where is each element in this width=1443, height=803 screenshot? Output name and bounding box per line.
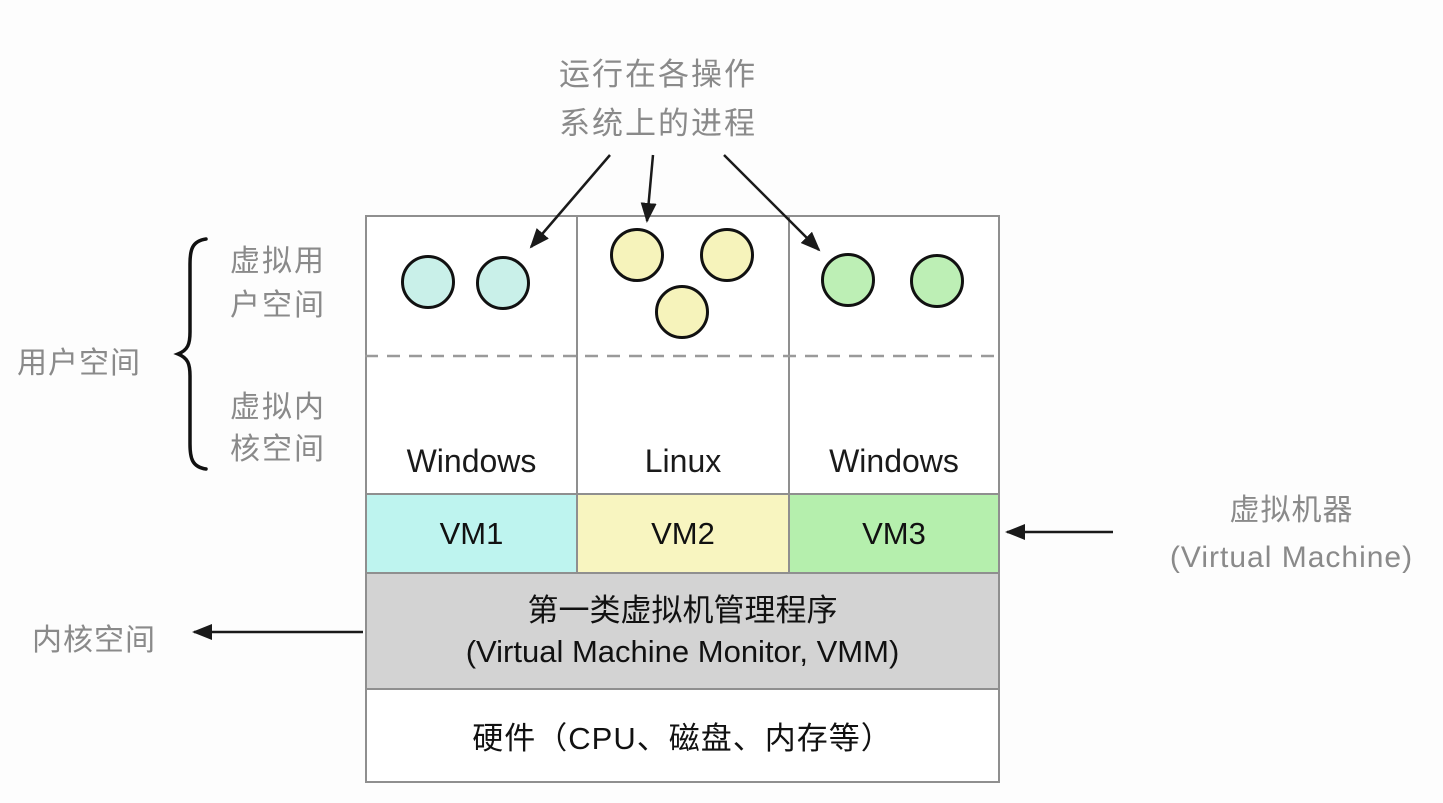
virtual-kernel-space-label: 虚拟内 核空间 [210, 387, 346, 471]
virtual-kernel-space-line1: 虚拟内 [230, 391, 326, 424]
virtual-machine-label: 虚拟机器 (Virtual Machine) [1140, 487, 1443, 581]
virtual-user-space-line1: 虚拟用 [230, 245, 326, 278]
hardware-label: 硬件（CPU、磁盘、内存等） [472, 721, 893, 756]
processes-annotation: 运行在各操作 系统上的进程 [500, 50, 816, 148]
process-circle-vm2-b [700, 228, 754, 282]
process-circle-vm3-b [910, 254, 964, 308]
process-circle-vm2-c [655, 285, 709, 339]
virtual-kernel-space-line2: 核空间 [230, 433, 326, 466]
hypervisor-bar: 第一类虚拟机管理程序 (Virtual Machine Monitor, VMM… [367, 574, 998, 688]
vmm-hw-separator [367, 688, 998, 690]
user-space-label: 用户空间 [17, 347, 141, 380]
virtual-user-space-label: 虚拟用 户空间 [210, 240, 346, 328]
virtual-machine-label-line1: 虚拟机器 [1229, 494, 1354, 527]
user-space-brace [173, 237, 208, 471]
process-circle-vm2-a [610, 228, 664, 282]
virtual-user-space-line2: 户空间 [230, 289, 326, 322]
process-arrow-vm2 [640, 154, 657, 223]
process-circle-vm1-a [401, 255, 455, 309]
os-vm-separator [367, 493, 998, 495]
process-circle-vm3-a [821, 253, 875, 307]
processes-annotation-line1: 运行在各操作 [559, 57, 757, 92]
guest-os-label-1: Windows [406, 442, 537, 479]
guest-os-label-3: Windows [829, 442, 959, 479]
column-divider-2 [788, 217, 790, 574]
vm3-cell: VM3 [790, 495, 998, 572]
virtual-machine-label-line2: (Virtual Machine) [1169, 541, 1414, 574]
kernel-space-label: 内核空间 [32, 624, 156, 657]
guest-os-label-2: Linux [644, 442, 722, 479]
hypervisor-label-line1: 第一类虚拟机管理程序 [527, 593, 838, 628]
vm2-cell: VM2 [578, 495, 788, 572]
hardware-bar: 硬件（CPU、磁盘、内存等） [367, 690, 998, 781]
vm-vmm-separator [367, 572, 998, 574]
column-divider-1 [576, 217, 578, 574]
hypervisor-label-line2: (Virtual Machine Monitor, VMM) [465, 634, 900, 669]
vm1-cell: VM1 [367, 495, 576, 572]
processes-annotation-line2: 系统上的进程 [559, 106, 757, 141]
process-circle-vm1-b [476, 256, 530, 310]
